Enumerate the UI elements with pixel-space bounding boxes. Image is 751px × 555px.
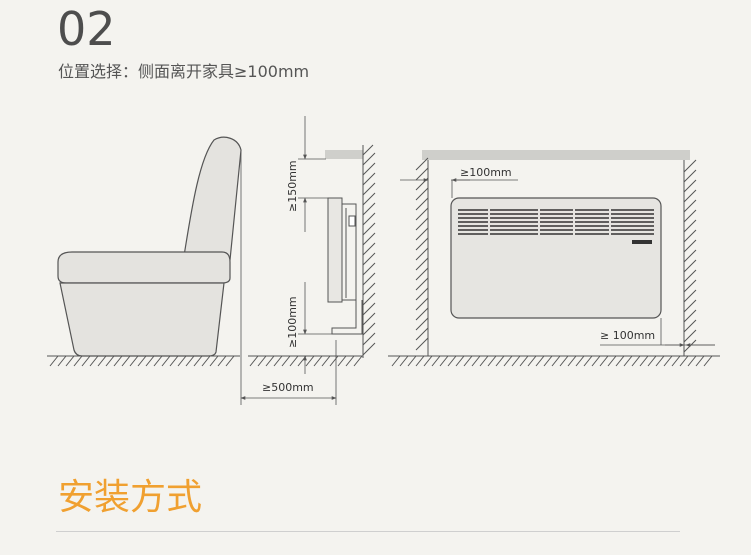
side-bottom-gap-label: ≥100mm [286, 296, 299, 348]
floor-left [47, 355, 240, 367]
section-divider [56, 531, 680, 532]
front-top-gap-label: ≥100mm [460, 166, 512, 179]
placement-subtitle: 位置选择：侧面离开家具≥100mm [58, 62, 310, 81]
step-number: 02 [57, 2, 116, 56]
installation-clearance-diagram: ≥150mm ≥100mm ≥500mm ≥100mm ≥ 100mm [47, 116, 720, 405]
installation-method-title: 安装方式 [58, 477, 203, 518]
side-view [240, 116, 376, 405]
armchair-illustration [57, 136, 242, 357]
heater-front-body [450, 197, 662, 319]
heater-control-panel [632, 240, 652, 244]
side-top-gap-label: ≥150mm [286, 160, 299, 212]
front-side-gap-label: ≥ 100mm [600, 329, 655, 342]
heater-grille [458, 209, 654, 235]
furniture-gap-label: ≥500mm [262, 381, 314, 394]
front-view [388, 150, 720, 367]
